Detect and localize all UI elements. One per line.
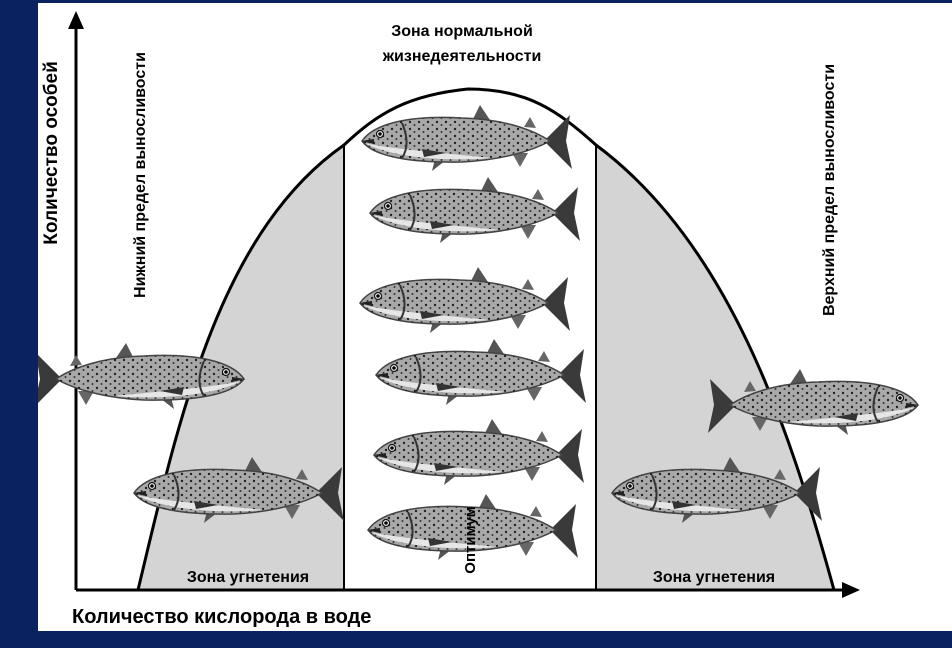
right-zone-label: Зона угнетения xyxy=(653,569,775,586)
y-axis-label: Количество особей xyxy=(41,61,62,245)
upper-limit-label: Верхний предел выносливости xyxy=(821,64,838,316)
optimum-label: Оптимум xyxy=(462,506,479,573)
lower-limit-label: Нижний предел выносливости xyxy=(132,52,149,298)
top-zone-label-line2: жизнедеятельности xyxy=(382,48,542,65)
tolerance-curve xyxy=(136,87,836,591)
x-axis-arrow-icon xyxy=(842,582,860,598)
right-stress-zone xyxy=(596,145,834,590)
y-axis-arrow-icon xyxy=(68,11,84,29)
x-axis-label: Количество кислорода в воде xyxy=(72,606,371,628)
tolerance-diagram: Количество особей Количество кислорода в… xyxy=(38,11,920,628)
slide-canvas: Количество особей Количество кислорода в… xyxy=(38,3,952,631)
left-zone-label: Зона угнетения xyxy=(187,569,309,586)
top-zone-label-line1: Зона нормальной xyxy=(391,23,533,40)
